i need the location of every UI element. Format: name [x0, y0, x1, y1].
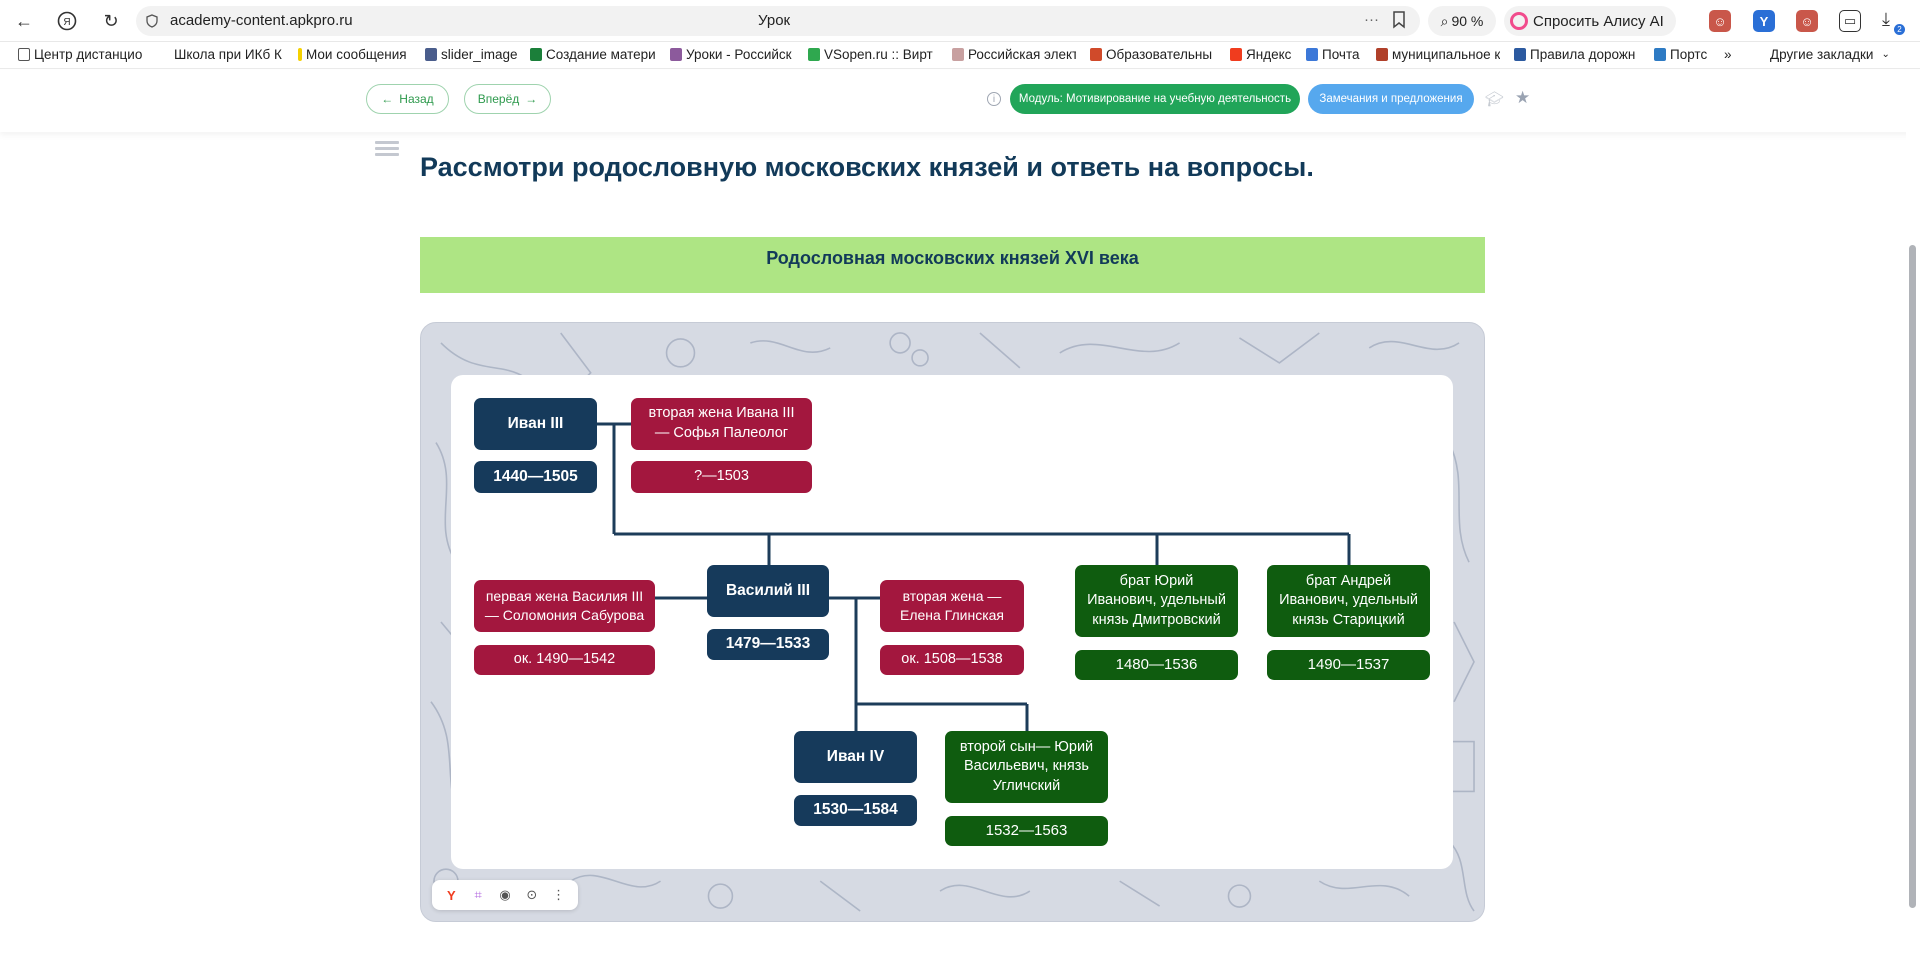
- contents-menu-icon[interactable]: [375, 141, 399, 159]
- person-yury-uglichsky: второй сын— Юрий Васильевич, князь Углич…: [945, 731, 1108, 803]
- bookmark-item[interactable]: Яндекс: [1230, 47, 1298, 62]
- yandex-search-icon[interactable]: Y: [440, 884, 462, 906]
- years-yury-dmitrovsky: 1480—1536: [1075, 650, 1238, 680]
- mail-icon: [1306, 48, 1318, 61]
- diagram-banner: Родословная московских князей XVI века: [420, 237, 1485, 293]
- bookmark-item[interactable]: VSopen.ru :: Вирт: [808, 47, 944, 62]
- image-tools-toolbar: Y ⌗ ◉ ⊙ ⋮: [432, 880, 578, 910]
- diagram-title: Родословная московских князей XVI века: [420, 248, 1485, 269]
- back-arrow-icon[interactable]: ←: [11, 8, 37, 34]
- other-bookmarks-button[interactable]: Другие закладки⌄: [1770, 47, 1900, 62]
- yandex-icon: [1230, 48, 1242, 61]
- site-icon: [1514, 48, 1526, 61]
- site-icon: [670, 48, 682, 61]
- bookmark-item[interactable]: Образовательны: [1090, 47, 1218, 62]
- years-sofia-paleolog: ?—1503: [631, 461, 812, 493]
- downloads-badge: 2: [1894, 24, 1905, 35]
- text-recognition-icon[interactable]: ⌗: [467, 884, 489, 906]
- bookmark-item[interactable]: Центр дистанцио: [18, 47, 142, 62]
- person-elena-glinskaya: вторая жена — Елена Глинская: [880, 580, 1024, 632]
- back-button[interactable]: ← Назад: [366, 84, 449, 114]
- svg-text:Я: Я: [63, 17, 70, 28]
- doc-icon: [18, 48, 30, 61]
- site-icon: [158, 48, 170, 61]
- site-icon: [1376, 48, 1388, 61]
- site-icon: [808, 48, 820, 61]
- more-vertical-icon[interactable]: ⋮: [548, 884, 570, 906]
- messages-icon: [298, 48, 302, 61]
- scrollbar-thumb[interactable]: [1909, 245, 1916, 908]
- years-ivan-iii: 1440—1505: [474, 461, 597, 493]
- page-title: Рассмотри родословную московских князей …: [420, 152, 1314, 183]
- graduation-cap-icon[interactable]: 🎓︎: [1485, 90, 1504, 108]
- bookmarks-bar: Центр дистанцио Школа при ИКб К Мои сооб…: [0, 43, 1920, 69]
- extension-avatar-icon-2[interactable]: ☺: [1796, 10, 1818, 32]
- checkbox-icon: [530, 48, 542, 61]
- years-solomonia-saburova: ок. 1490—1542: [474, 645, 655, 675]
- arrow-left-icon: ←: [381, 92, 393, 106]
- years-vasily-iii: 1479—1533: [707, 629, 829, 660]
- more-options-icon[interactable]: ···: [1364, 11, 1379, 28]
- url-text[interactable]: academy-content.apkpro.ru: [170, 12, 353, 29]
- shield-icon[interactable]: [146, 14, 158, 33]
- bookmark-item[interactable]: Мои сообщения: [298, 47, 418, 62]
- person-ivan-iv: Иван IV: [794, 731, 917, 783]
- zoom-level: 90 %: [1451, 13, 1483, 29]
- bookmark-item[interactable]: Уроки - Российск: [670, 47, 798, 62]
- bookmark-item[interactable]: Портс: [1654, 47, 1710, 62]
- info-icon[interactable]: i: [987, 92, 1001, 106]
- tab-title: Урок: [758, 12, 790, 29]
- site-icon: [425, 48, 437, 61]
- eye-icon[interactable]: ◉: [494, 884, 516, 906]
- extension-avatar-icon[interactable]: ☺: [1709, 10, 1731, 32]
- bookmark-item[interactable]: Почта: [1306, 47, 1364, 62]
- downloads-icon[interactable]: ⤓: [1882, 9, 1890, 30]
- person-yury-dmitrovsky: брат Юрий Иванович, удельный князь Дмитр…: [1075, 565, 1238, 637]
- site-icon: [1654, 48, 1666, 61]
- bookmark-item[interactable]: Школа при ИКб К: [158, 47, 282, 62]
- magnifier-icon: ⌕: [1441, 13, 1449, 30]
- forward-button[interactable]: Вперёд →: [464, 84, 551, 114]
- star-icon[interactable]: ★: [1515, 88, 1530, 108]
- reload-icon[interactable]: ↻: [98, 8, 124, 34]
- person-andrey-staritsky: брат Андрей Иванович, удельный князь Ста…: [1267, 565, 1430, 637]
- years-yury-uglichsky: 1532—1563: [945, 816, 1108, 846]
- yandex-home-icon[interactable]: Я: [54, 8, 80, 34]
- person-sofia-paleolog: вторая жена Ивана III — Софья Палеолог: [631, 398, 812, 450]
- site-icon: [952, 48, 964, 61]
- bookmark-item[interactable]: Создание матери: [530, 47, 660, 62]
- lesson-toolbar: ← Назад Вперёд → i Модуль: Мотивирование…: [0, 70, 1920, 132]
- years-elena-glinskaya: ок. 1508—1538: [880, 645, 1024, 675]
- extension-y-icon[interactable]: Y: [1753, 10, 1775, 32]
- person-ivan-iii: Иван III: [474, 398, 597, 450]
- remarks-button[interactable]: Замечания и предложения: [1308, 84, 1474, 114]
- years-andrey-staritsky: 1490—1537: [1267, 650, 1430, 680]
- bookmark-item[interactable]: Правила дорожн: [1514, 47, 1646, 62]
- person-solomonia-saburova: первая жена Василия III — Соломония Сабу…: [474, 580, 655, 632]
- years-ivan-iv: 1530—1584: [794, 795, 917, 826]
- person-vasily-iii: Василий III: [707, 565, 829, 617]
- ask-alice-label: Спросить Алису AI: [1533, 13, 1664, 30]
- module-button[interactable]: Модуль: Мотивирование на учебную деятель…: [1010, 84, 1300, 114]
- bookmark-item[interactable]: slider_image: [425, 47, 525, 62]
- ask-alice-button[interactable]: Спросить Алису AI: [1504, 6, 1676, 36]
- bookmark-item[interactable]: Российская элект: [952, 47, 1076, 62]
- camera-search-icon[interactable]: ⊙: [521, 884, 543, 906]
- bookmarks-overflow-button[interactable]: »: [1724, 47, 1740, 62]
- site-icon: [1090, 48, 1102, 61]
- bookmark-item[interactable]: муниципальное к: [1376, 47, 1500, 62]
- bookmark-icon[interactable]: [1392, 11, 1406, 34]
- alice-icon: [1510, 12, 1528, 30]
- browser-toolbar: ← Я ↻ academy-content.apkpro.ru Урок ···…: [0, 0, 1920, 42]
- arrow-right-icon: →: [525, 92, 537, 106]
- collections-icon[interactable]: ▭: [1839, 10, 1861, 32]
- chevron-down-icon: ⌄: [1881, 49, 1889, 60]
- zoom-indicator[interactable]: ⌕ 90 %: [1428, 6, 1496, 36]
